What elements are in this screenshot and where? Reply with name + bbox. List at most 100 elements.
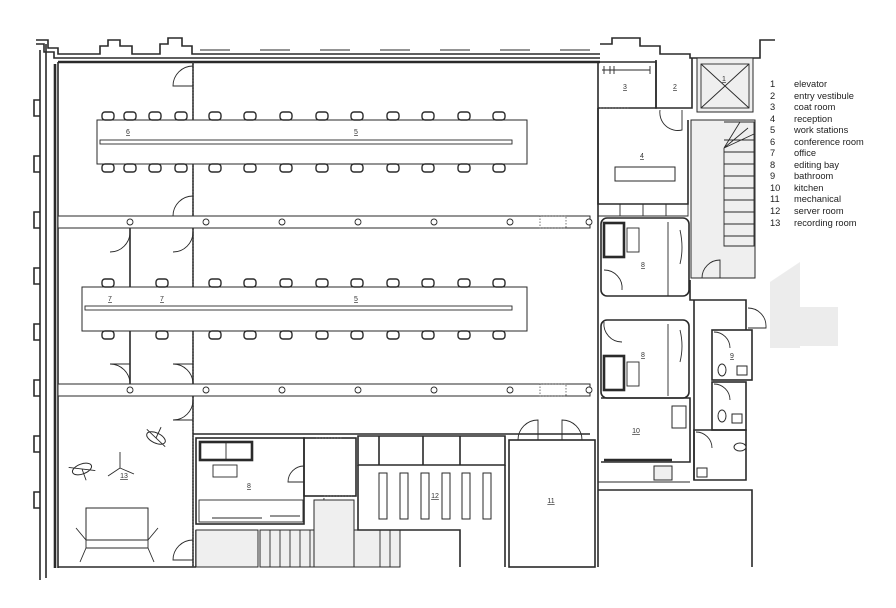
doors xyxy=(109,65,583,561)
server-room xyxy=(357,435,506,567)
room-number-label: 7 xyxy=(160,296,164,303)
chair-icon xyxy=(148,111,162,121)
room-number-label: 8 xyxy=(247,483,251,490)
chair-icon xyxy=(421,163,435,173)
chair-icon xyxy=(421,330,435,340)
bathrooms xyxy=(693,307,767,481)
server-rack xyxy=(378,472,388,520)
storage-bottom-left xyxy=(195,529,259,568)
chair-icon xyxy=(279,278,293,288)
stairwell xyxy=(690,119,756,279)
chair-icon xyxy=(421,111,435,121)
column-icon xyxy=(202,218,210,226)
kitchen xyxy=(598,397,691,483)
desk-table xyxy=(96,119,528,165)
chair-icon xyxy=(208,163,222,173)
structural-columns xyxy=(126,218,593,394)
column-icon xyxy=(354,218,362,226)
chair-icon xyxy=(279,330,293,340)
editing-bay-bottom xyxy=(195,437,305,525)
server-rack xyxy=(461,472,471,520)
room-number-label: 2 xyxy=(673,84,677,91)
chair-icon xyxy=(315,330,329,340)
chair-icon xyxy=(350,111,364,121)
corridor-wall-right xyxy=(598,280,753,567)
chair-icon xyxy=(279,163,293,173)
recording-room-equipment xyxy=(68,426,166,563)
server-rack xyxy=(399,472,409,520)
exterior-wall-left xyxy=(33,44,59,580)
chair-icon xyxy=(315,163,329,173)
column-icon xyxy=(354,386,362,394)
editing-bay-upper xyxy=(600,217,690,297)
chair-icon xyxy=(243,278,257,288)
column-icon xyxy=(278,218,286,226)
chair-icon xyxy=(386,111,400,121)
chair-icon xyxy=(350,278,364,288)
chair-icon xyxy=(174,163,188,173)
column-icon xyxy=(506,386,514,394)
chair-icon xyxy=(350,330,364,340)
chair-icon xyxy=(243,330,257,340)
chair-icon xyxy=(279,111,293,121)
chair-icon xyxy=(101,278,115,288)
chair-icon xyxy=(101,163,115,173)
chair-icon xyxy=(386,163,400,173)
server-rack xyxy=(420,472,430,520)
reception xyxy=(597,108,689,217)
room-number-label: 12 xyxy=(431,493,439,500)
coat-room-and-vestibule xyxy=(598,58,693,131)
desk-table xyxy=(81,286,528,332)
chair-icon xyxy=(123,163,137,173)
chair-icon xyxy=(148,163,162,173)
column-icon xyxy=(585,218,593,226)
room-number-label: 11 xyxy=(547,498,554,505)
work-station-rows xyxy=(81,111,528,340)
server-rack xyxy=(441,472,451,520)
room-number-label: 7 xyxy=(108,296,112,303)
elevator xyxy=(696,57,754,113)
chair-icon xyxy=(155,330,169,340)
chair-icon xyxy=(492,163,506,173)
room-number-label: 5 xyxy=(354,296,358,303)
work-table-row xyxy=(96,111,528,173)
chair-icon xyxy=(155,278,169,288)
room-number-label: 13 xyxy=(120,473,128,480)
work-table-row xyxy=(81,278,528,340)
room-number-label: 1 xyxy=(722,76,726,83)
chair-icon xyxy=(243,163,257,173)
editing-bay-lower xyxy=(600,319,690,399)
chair-icon xyxy=(386,278,400,288)
chair-icon xyxy=(101,111,115,121)
chair-icon xyxy=(421,278,435,288)
server-rack xyxy=(482,472,492,520)
desk-divider xyxy=(84,305,513,311)
chair-icon xyxy=(457,111,471,121)
room-number-label: 8 xyxy=(641,262,645,269)
room-number-label: 4 xyxy=(640,153,644,160)
chair-icon xyxy=(174,111,188,121)
chair-icon xyxy=(492,330,506,340)
chair-icon xyxy=(492,278,506,288)
room-number-label: 8 xyxy=(641,352,645,359)
desk-divider xyxy=(99,139,513,145)
column-icon xyxy=(430,218,438,226)
chair-icon xyxy=(457,330,471,340)
room-number-label: 10 xyxy=(632,428,640,435)
exterior-wall-top xyxy=(36,37,775,64)
chair-icon xyxy=(386,330,400,340)
column-icon xyxy=(202,386,210,394)
chair-icon xyxy=(315,278,329,288)
room-number-label: 3 xyxy=(623,84,627,91)
column-icon xyxy=(585,386,593,394)
room-number-label: 5 xyxy=(354,129,358,136)
